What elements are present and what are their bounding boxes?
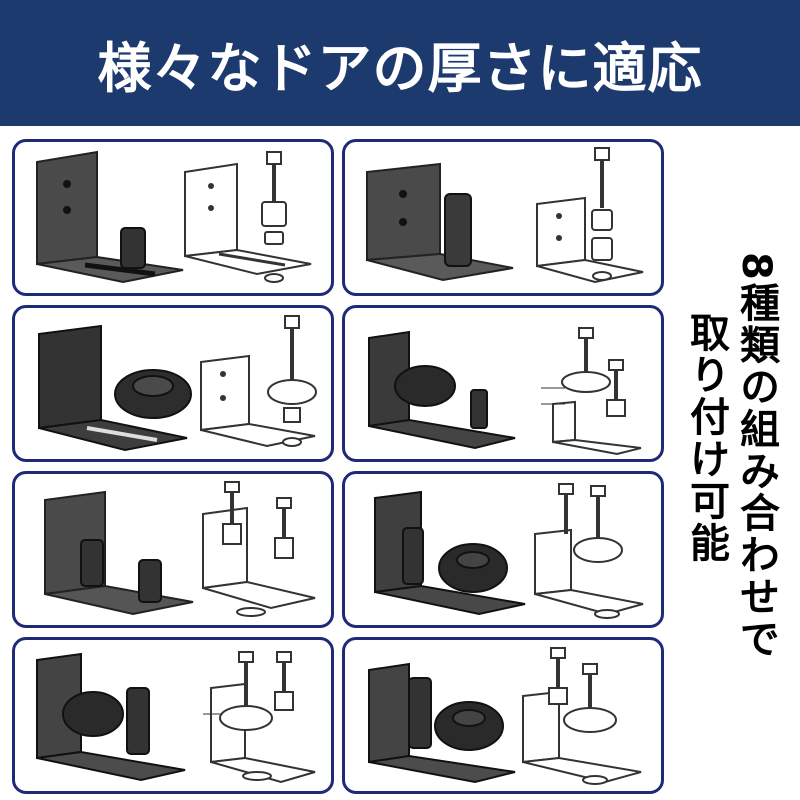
bracket-double-post-illustration — [366, 147, 644, 284]
combo-card-1 — [12, 139, 334, 296]
combo-card-2 — [342, 139, 664, 296]
combo-card-5 — [12, 471, 334, 628]
side-caption-line1: 8種類の組み合わせで — [733, 252, 779, 660]
bracket-single-post-illustration — [36, 150, 312, 284]
combo-card-8 — [342, 637, 664, 794]
header-title: 様々なドアの厚さに適応 — [97, 36, 703, 100]
bracket-wheel-front-illustration — [36, 651, 316, 784]
combo-card-3 — [12, 305, 334, 462]
bracket-large-wheel-illustration — [38, 315, 317, 452]
combo-card-6 — [342, 471, 664, 628]
combo-card-4 — [342, 305, 664, 462]
bracket-two-posts-illustration — [44, 481, 316, 617]
bracket-wheel-post-pair-illustration — [374, 483, 644, 619]
side-caption-line2: 取り付け可能 — [683, 312, 729, 564]
bracket-double-wheel-illustration — [368, 647, 642, 785]
combo-card-7 — [12, 637, 334, 794]
header-banner: 様々なドアの厚さに適応 — [0, 0, 800, 126]
bracket-wheel-post-illustration — [368, 327, 642, 456]
